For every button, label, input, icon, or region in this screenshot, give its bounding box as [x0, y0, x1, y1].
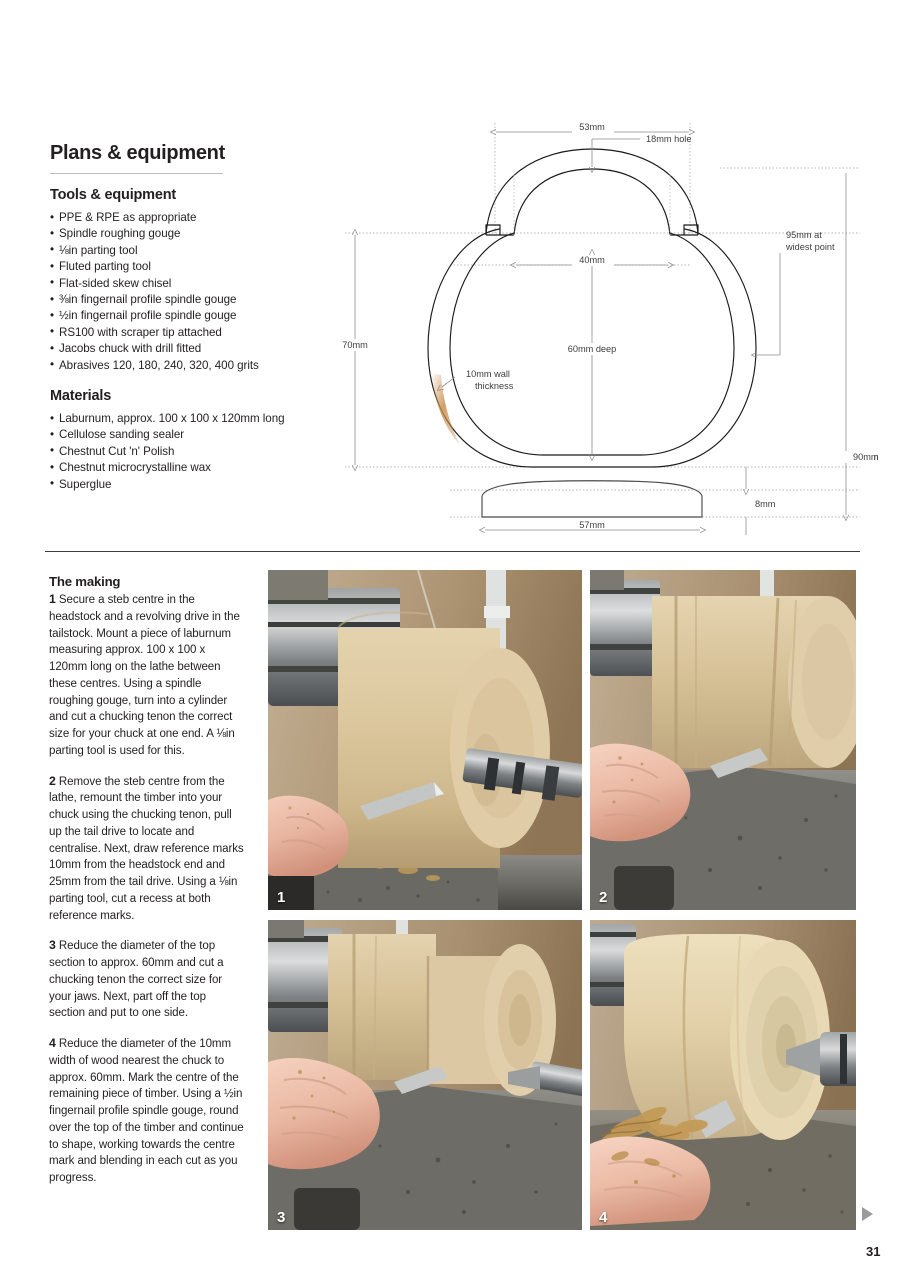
dim-hole: 18mm hole: [646, 134, 691, 144]
list-item: ⅜in fingernail profile spindle gouge: [50, 292, 300, 309]
list-item: Chestnut Cut 'n' Polish: [50, 443, 300, 460]
next-page-arrow-icon[interactable]: [862, 1207, 873, 1221]
dim-widest-2: widest point: [785, 242, 835, 252]
step-2: 2 Remove the steb centre from the lathe,…: [49, 773, 245, 925]
list-item: Spindle roughing gouge: [50, 226, 300, 243]
dim-widest-1: 95mm at: [786, 230, 822, 240]
plans-and-equipment-section: Plans & equipment Tools & equipment PPE …: [50, 142, 300, 493]
photo-4-graphic: [590, 920, 856, 1230]
list-item: Laburnum, approx. 100 x 100 x 120mm long: [50, 411, 300, 428]
step-number: 2: [49, 773, 56, 788]
step-number: 1: [49, 592, 56, 606]
the-making-heading: The making: [49, 574, 121, 589]
tools-heading: Tools & equipment: [50, 187, 177, 203]
photo-badge: 3: [277, 1209, 286, 1226]
dim-base-height: 8mm: [755, 499, 776, 509]
list-item: Superglue: [50, 476, 300, 493]
dim-total-height-front: 90mm: [853, 452, 879, 462]
step-number: 3: [49, 938, 56, 953]
drawing-svg: 53mm 18mm hole 40mm 95mm at widest point…: [340, 122, 879, 535]
step-text: Remove the steb centre from the lathe, r…: [49, 775, 244, 922]
photo-badge: 1: [277, 889, 286, 906]
step-text: Reduce the diameter of the top section t…: [49, 940, 224, 1020]
photo-badge: 2: [599, 889, 608, 906]
construction-lines: [345, 123, 860, 518]
photo-step-1: 1: [268, 570, 582, 910]
section-divider: [45, 551, 860, 552]
tools-list: PPE & RPE as appropriate Spindle roughin…: [50, 209, 300, 374]
list-item: Fluted parting tool: [50, 259, 300, 276]
technical-drawing: 53mm 18mm hole 40mm 95mm at widest point…: [300, 105, 890, 535]
step-4: 4 Reduce the diameter of the 10mm width …: [49, 1035, 245, 1187]
list-item: ⅛in parting tool: [50, 242, 300, 259]
photo-step-3: 3: [268, 920, 582, 1230]
list-item: Jacobs chuck with drill fitted: [50, 341, 300, 358]
step-number: 4: [49, 1036, 56, 1050]
base-profile: [481, 480, 703, 518]
materials-list: Laburnum, approx. 100 x 100 x 120mm long…: [50, 411, 300, 493]
photo-grid: 1: [268, 570, 856, 1230]
photo-3-graphic: [268, 920, 582, 1230]
photo-1-graphic: [268, 570, 582, 910]
photo-step-4: 4: [590, 920, 856, 1230]
dimension-labels-front: 53mm 40mm 70mm 60mm deep 90mm: [342, 122, 879, 462]
wall-thickness-shading: [431, 373, 460, 445]
title-divider: [50, 173, 223, 174]
step-text: Reduce the diameter of the 10mm width of…: [49, 1038, 244, 1184]
step-1: 1 Secure a steb centre in the headstock …: [49, 591, 245, 760]
photo-step-2: 2: [590, 570, 856, 910]
dim-depth-front: 60mm deep: [568, 344, 617, 354]
dim-wall-1: 10mm wall: [466, 369, 510, 379]
list-item: ½in fingernail profile spindle gouge: [50, 308, 300, 325]
dim-top-width-front: 53mm: [579, 122, 605, 132]
label-masks: [340, 122, 874, 463]
lid-inner-guides: [513, 171, 671, 235]
list-item: PPE & RPE as appropriate: [50, 209, 300, 226]
list-item: Cellulose sanding sealer: [50, 427, 300, 444]
photo-badge: 4: [599, 1209, 608, 1226]
dim-base-width: 57mm: [579, 520, 605, 530]
dim-body-height-front: 70mm: [342, 340, 368, 350]
list-item: RS100 with scraper tip attached: [50, 324, 300, 341]
list-item: Flat-sided skew chisel: [50, 275, 300, 292]
page-number: 31: [866, 1244, 881, 1259]
photo-2-graphic: [590, 570, 856, 910]
dim-wall-2: thickness: [475, 381, 514, 391]
materials-heading: Materials: [50, 388, 112, 405]
dimension-labels: 53mm 18mm hole 40mm 95mm at widest point…: [342, 122, 879, 530]
page-title: Plans & equipment: [50, 142, 225, 164]
list-item: Chestnut microcrystalline wax: [50, 460, 300, 477]
the-making-section: The making 1 Secure a steb centre in the…: [49, 574, 245, 1200]
list-item: Abrasives 120, 180, 240, 320, 400 grits: [50, 357, 300, 374]
step-text: Secure a steb centre in the headstock an…: [49, 594, 240, 757]
dim-opening-front: 40mm: [579, 255, 605, 265]
step-3: 3 Reduce the diameter of the top section…: [49, 937, 245, 1022]
